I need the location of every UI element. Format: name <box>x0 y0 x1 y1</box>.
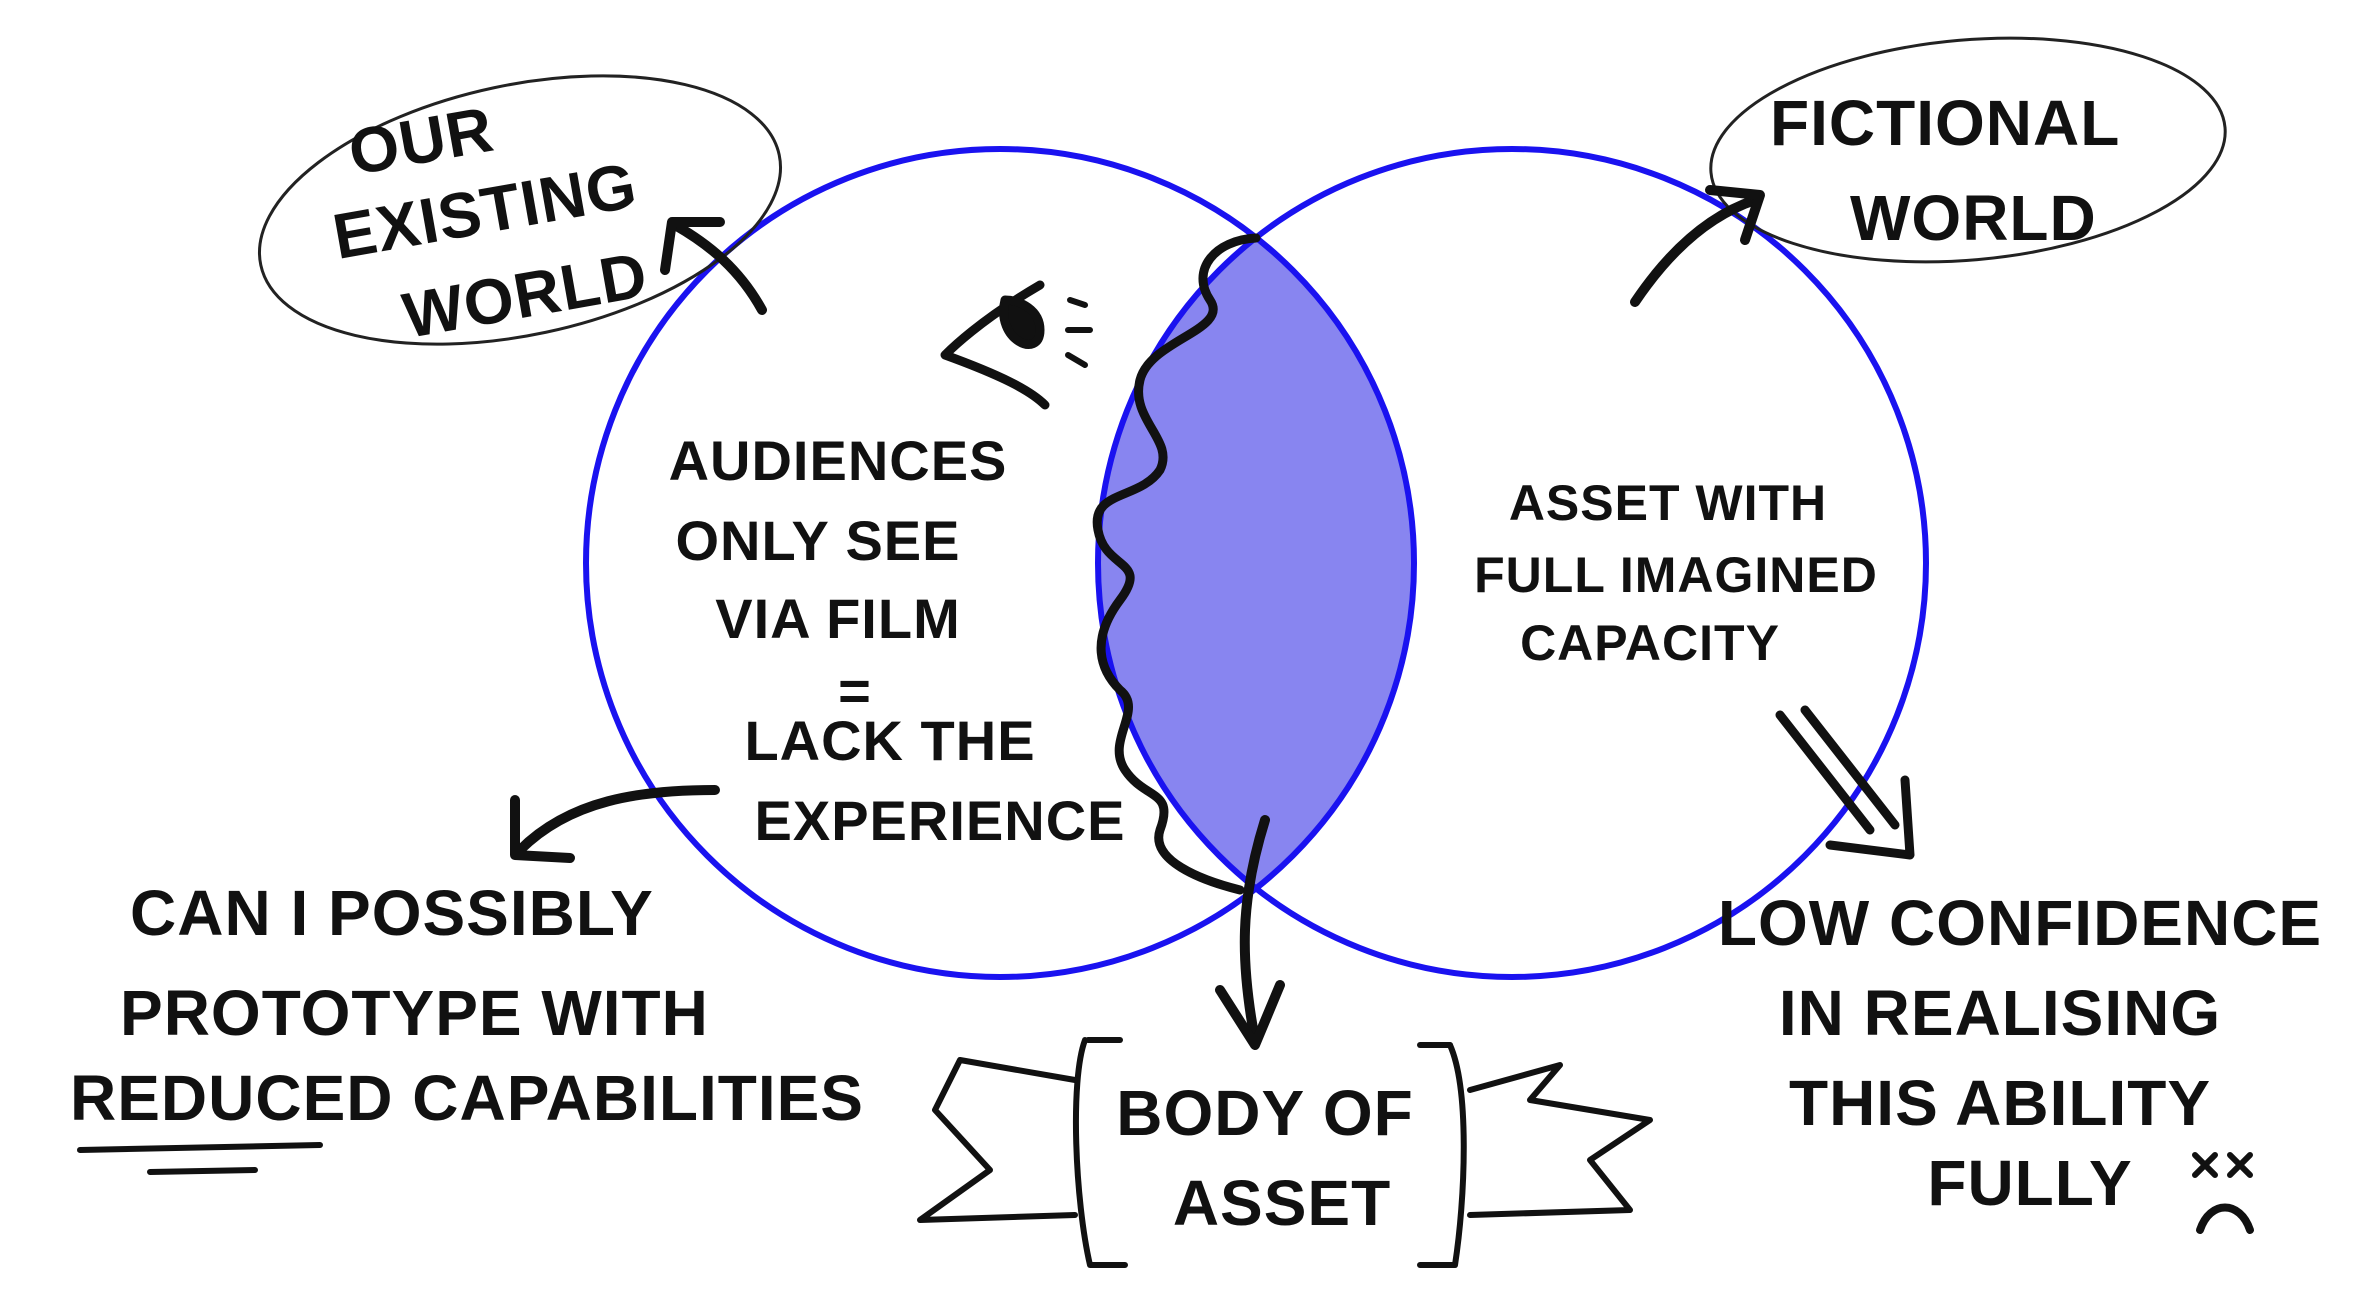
svg-text:IN REALISING: IN REALISING <box>1779 977 2221 1049</box>
audiences-label: AUDIENCES ONLY SEE VIA FILM = LACK THE E… <box>669 429 1126 852</box>
fictional-world-label: FICTIONAL WORLD <box>1770 87 2120 254</box>
svg-text:ASSET: ASSET <box>1173 1167 1391 1239</box>
wavy-boundary <box>1092 233 1261 895</box>
svg-text:VIA FILM: VIA FILM <box>715 587 960 650</box>
svg-text:LACK THE: LACK THE <box>744 709 1035 772</box>
svg-text:THIS ABILITY: THIS ABILITY <box>1789 1067 2211 1139</box>
arrow-to-prototype <box>510 785 720 863</box>
svg-text:CAPACITY: CAPACITY <box>1520 615 1780 671</box>
arrow-to-body-of-asset <box>1215 815 1285 1050</box>
existing-world-label: OUR EXISTING WORLD <box>328 93 653 352</box>
svg-text:OUR: OUR <box>343 93 499 189</box>
overlap-region <box>1098 238 1414 888</box>
svg-text:FICTIONAL: FICTIONAL <box>1770 87 2120 159</box>
svg-text:FULLY: FULLY <box>1927 1147 2132 1219</box>
existing-world-ellipse <box>257 74 783 346</box>
existing-world-circle <box>583 146 1417 980</box>
svg-text:PROTOTYPE WITH: PROTOTYPE WITH <box>120 977 709 1049</box>
svg-text:WORLD: WORLD <box>1850 182 2097 254</box>
svg-text:LOW CONFIDENCE: LOW CONFIDENCE <box>1718 887 2322 959</box>
double-arrow-to-low-confidence <box>1775 705 1915 860</box>
arrow-to-fictional-world <box>1630 185 1765 307</box>
svg-text:CAN I POSSIBLY: CAN I POSSIBLY <box>130 877 654 949</box>
svg-text:REDUCED CAPABILITIES: REDUCED CAPABILITIES <box>70 1062 864 1134</box>
asset-full-capacity-label: ASSET WITH FULL IMAGINED CAPACITY <box>1474 475 1878 671</box>
prototype-question-label: CAN I POSSIBLY PROTOTYPE WITH REDUCED CA… <box>70 877 864 1175</box>
svg-text:FULL IMAGINED: FULL IMAGINED <box>1474 547 1878 603</box>
svg-text:BODY OF: BODY OF <box>1116 1077 1413 1149</box>
fictional-world-circle <box>1095 146 1929 980</box>
reduced-underline <box>77 1142 323 1175</box>
fictional-world-ellipse <box>1709 36 2227 264</box>
body-of-asset-label: BODY OF ASSET <box>1116 1077 1413 1239</box>
svg-text:ONLY SEE: ONLY SEE <box>675 509 960 572</box>
sad-face-icon <box>2192 1152 2254 1234</box>
svg-text:ASSET WITH: ASSET WITH <box>1509 475 1827 531</box>
svg-text:AUDIENCES: AUDIENCES <box>669 429 1008 492</box>
arrow-to-existing-world <box>660 217 767 315</box>
banner-icon <box>917 1037 1653 1268</box>
svg-text:EXPERIENCE: EXPERIENCE <box>755 789 1126 852</box>
eye-icon <box>940 280 1093 410</box>
svg-text:=: = <box>838 659 872 722</box>
low-confidence-label: LOW CONFIDENCE IN REALISING THIS ABILITY… <box>1718 887 2322 1219</box>
